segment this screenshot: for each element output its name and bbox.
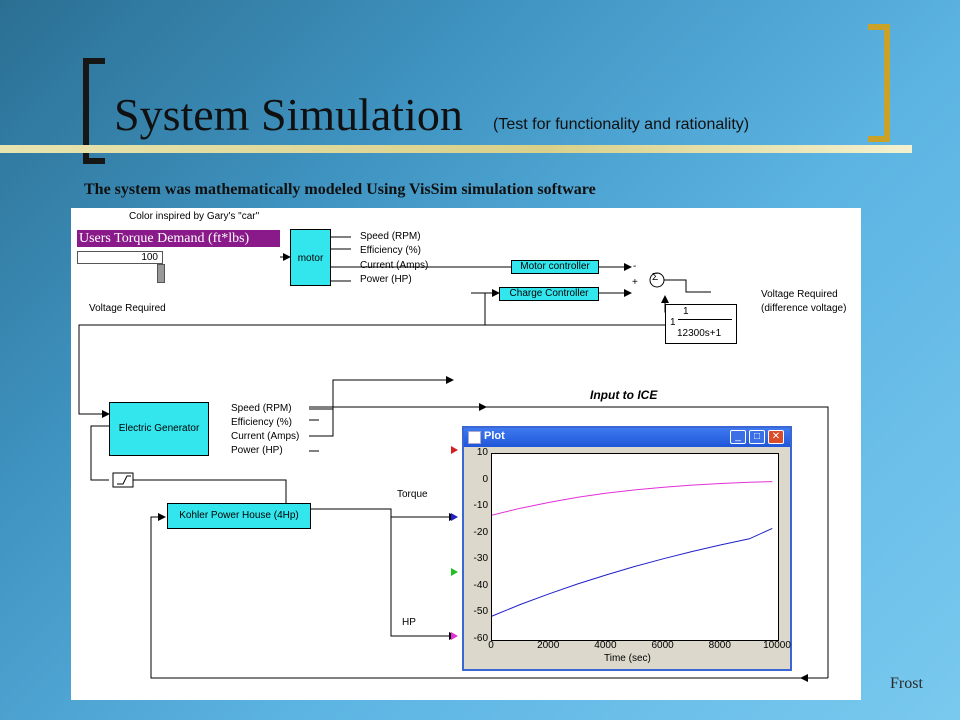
diagram-note: Color inspired by Gary's "car" bbox=[129, 211, 260, 222]
summing-junction-icon[interactable]: Σ bbox=[652, 272, 659, 283]
slide-title-note: (Test for functionality and rationality) bbox=[493, 116, 750, 133]
input-to-ice-label: Input to ICE bbox=[590, 388, 658, 402]
motor-output-power: Power (HP) bbox=[360, 274, 412, 285]
transfer-function-block[interactable] bbox=[665, 304, 737, 344]
plot-y-tick-label: -50 bbox=[473, 606, 488, 618]
difference-voltage-label: (difference voltage) bbox=[761, 303, 847, 314]
generator-output-efficiency: Efficiency (%) bbox=[231, 417, 292, 428]
plot-series-line-1 bbox=[492, 481, 773, 516]
plot-x-axis-label: Time (sec) bbox=[604, 653, 651, 664]
plot-input-magenta-icon bbox=[451, 632, 458, 640]
plot-y-tick-label: -60 bbox=[473, 633, 488, 644]
motor-output-efficiency: Efficiency (%) bbox=[360, 245, 421, 256]
sum-plus-sign: + bbox=[632, 277, 638, 288]
plot-series-line-2 bbox=[492, 527, 773, 617]
motor-output-current: Current (Amps) bbox=[360, 260, 429, 271]
generator-output-speed: Speed (RPM) bbox=[231, 403, 292, 414]
plot-input-green-icon bbox=[451, 568, 458, 576]
torque-signal-label: Torque bbox=[397, 489, 428, 500]
close-button[interactable]: ✕ bbox=[768, 430, 784, 444]
title-bracket-left bbox=[83, 58, 105, 164]
plot-chart bbox=[492, 481, 773, 617]
torque-demand-label: Users Torque Demand (ft*lbs) bbox=[77, 230, 280, 247]
sum-minus-sign: - bbox=[633, 261, 637, 272]
maximize-button[interactable]: □ bbox=[749, 430, 765, 444]
plot-x-tick-label: 2000 bbox=[537, 640, 560, 651]
tf-fraction-line bbox=[678, 319, 732, 320]
charge-controller-block[interactable]: Charge Controller bbox=[499, 287, 599, 301]
plot-y-tick-label: -20 bbox=[473, 526, 488, 538]
generator-output-current: Current (Amps) bbox=[231, 431, 300, 442]
slider-thumb[interactable] bbox=[157, 264, 165, 283]
plot-x-tick-label: 10000 bbox=[763, 640, 791, 651]
minimize-button[interactable]: _ bbox=[730, 430, 746, 444]
plot-x-tick-label: 4000 bbox=[594, 640, 617, 651]
title-bracket-right bbox=[868, 24, 890, 142]
generator-output-power: Power (HP) bbox=[231, 445, 283, 456]
voltage-required-left: Voltage Required bbox=[89, 303, 166, 314]
torque-demand-slider[interactable]: 100 bbox=[77, 251, 163, 264]
slide-title: System Simulation bbox=[114, 89, 463, 140]
plot-y-tick-label: -30 bbox=[473, 553, 488, 565]
plot-window-title: Plot bbox=[484, 430, 505, 442]
plot-x-tick-label: 6000 bbox=[651, 640, 674, 651]
vissim-diagram: Color inspired by Gary's "car" Users Tor… bbox=[71, 208, 861, 700]
plot-y-tick-label: 0 bbox=[482, 473, 488, 485]
plot-area bbox=[491, 453, 779, 641]
plot-window-icon bbox=[468, 431, 481, 444]
tf-gain: 1 bbox=[670, 317, 676, 328]
plot-title-bar[interactable]: Plot _ □ ✕ bbox=[464, 428, 790, 447]
motor-output-speed: Speed (RPM) bbox=[360, 231, 421, 242]
plot-input-blue-icon bbox=[451, 513, 458, 521]
voltage-required-right: Voltage Required bbox=[761, 289, 838, 300]
kohler-power-house-block[interactable]: Kohler Power House (4Hp) bbox=[167, 503, 311, 529]
title-underline bbox=[0, 145, 912, 153]
hp-signal-label: HP bbox=[402, 617, 416, 628]
slide-subtitle: The system was mathematically modeled Us… bbox=[84, 181, 596, 198]
electric-generator-block[interactable]: Electric Generator bbox=[109, 402, 209, 456]
diagram-wires bbox=[78, 236, 829, 682]
plot-y-tick-label: 10 bbox=[476, 447, 488, 458]
plot-window[interactable]: Plot _ □ ✕ Time (sec) 10 0 -10 -20 -30 -40 -50… bbox=[462, 426, 792, 671]
tf-denominator: 12300s+1 bbox=[677, 328, 722, 339]
plot-x-tick-label: 0 bbox=[488, 640, 494, 651]
plot-y-tick-label: -10 bbox=[473, 500, 488, 512]
tf-numerator: 1 bbox=[683, 306, 689, 317]
plot-y-tick-label: -40 bbox=[473, 579, 488, 591]
slide-footer: Frost bbox=[890, 675, 923, 692]
motor-controller-block[interactable]: Motor controller bbox=[511, 260, 599, 274]
plot-x-tick-label: 8000 bbox=[708, 640, 731, 651]
plot-input-red-icon bbox=[451, 446, 458, 454]
motor-block[interactable]: motor bbox=[290, 229, 331, 286]
